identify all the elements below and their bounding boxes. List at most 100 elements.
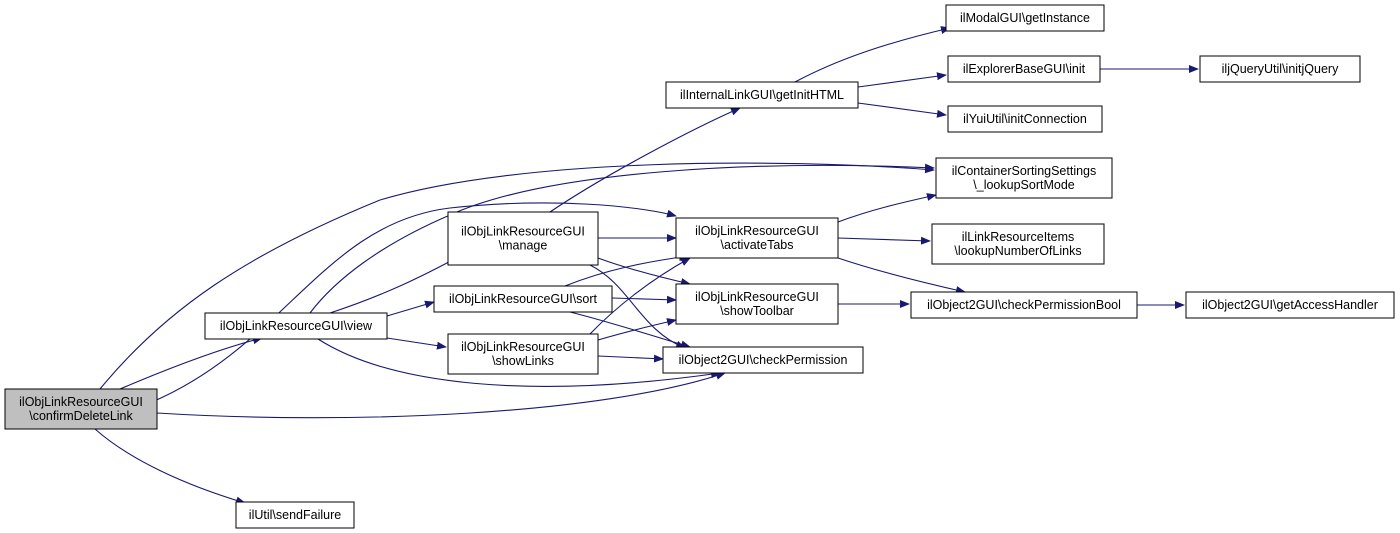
node-label: ilYuiUtil\initConnection [963, 112, 1087, 126]
nodes-layer: ilObjLinkResourceGUI\confirmDeleteLinkil… [4, 4, 1395, 529]
node-box [675, 217, 839, 259]
node-label: ilModalGUI\getInstance [960, 11, 1090, 25]
node-sort[interactable]: ilObjLinkResourceGUI\sort [433, 285, 613, 313]
node-label: \confirmDeleteLink [29, 409, 133, 423]
node-box [947, 105, 1103, 133]
node-box [4, 388, 158, 430]
edge-line [837, 257, 966, 294]
edge-line [589, 257, 691, 335]
edge-sort-to-showToolbar [611, 295, 677, 304]
node-box [447, 211, 599, 266]
node-getInitHTML[interactable]: ilInternalLinkGUI\getInitHTML [665, 81, 859, 109]
node-label: ilObject2GUI\checkPermission [679, 353, 848, 367]
node-label: ilObjLinkResourceGUI [461, 225, 585, 239]
node-checkPermissionBool[interactable]: ilObject2GUI\checkPermissionBool [910, 291, 1138, 319]
node-lookupNumberOfLinks[interactable]: ilLinkResourceItems\lookupNumberOfLinks [931, 223, 1105, 265]
node-checkPermission[interactable]: ilObject2GUI\checkPermission [662, 346, 864, 374]
edge-confirmDeleteLink-to-view [119, 336, 263, 390]
edge-manage-to-getInitHTML [549, 107, 741, 213]
node-showToolbar[interactable]: ilObjLinkResourceGUI\showToolbar [675, 283, 839, 325]
node-showLinks[interactable]: ilObjLinkResourceGUI\showLinks [447, 333, 599, 375]
edge-view-to-sort [386, 300, 435, 317]
edge-activateTabs-to-checkPermissionBool [837, 257, 966, 294]
edge-sort-to-activateTabs [564, 253, 689, 287]
node-label: \_lookupSortMode [973, 178, 1075, 192]
node-label: ilObject2GUI\checkPermissionBool [927, 298, 1121, 312]
node-label: \showToolbar [720, 304, 794, 318]
node-getInstance[interactable]: ilModalGUI\getInstance [945, 4, 1105, 32]
node-label: ilObjLinkResourceGUI [695, 224, 819, 238]
edge-line [94, 428, 246, 505]
edge-manage-to-showToolbar [597, 257, 691, 286]
edge-line [857, 72, 947, 88]
edge-line [119, 336, 263, 390]
node-label: ilObjLinkResourceGUI [461, 340, 585, 354]
edge-showLinks-to-showToolbar [597, 318, 677, 341]
node-lookupSortMode[interactable]: ilContainerSortingSettings\_lookupSortMo… [935, 157, 1113, 199]
node-box [1185, 291, 1395, 319]
edge-line [317, 338, 721, 387]
edge-confirmDeleteLink-to-sendFailure [94, 428, 246, 505]
edge-line [597, 318, 677, 341]
edge-getInitHTML-to-initConnection [857, 102, 947, 118]
node-box [931, 223, 1105, 265]
node-manage[interactable]: ilObjLinkResourceGUI\manage [447, 211, 599, 266]
node-box [1199, 55, 1361, 83]
node-box [665, 81, 859, 109]
node-box [235, 501, 355, 529]
node-label: ilUtil\sendFailure [249, 508, 341, 522]
edge-view-to-checkPermission [317, 338, 721, 387]
node-label: ilContainerSortingSettings [952, 164, 1097, 178]
edge-line [857, 102, 947, 118]
edge-line [569, 311, 691, 349]
edge-sort-to-checkPermission [569, 311, 691, 349]
node-explorerInit[interactable]: ilExplorerBaseGUI\init [947, 55, 1101, 83]
edge-line [794, 26, 951, 83]
node-label: iljQueryUtil\initjQuery [1222, 62, 1339, 76]
edge-confirmDeleteLink-to-activateTabs [151, 202, 677, 403]
edge-getInitHTML-to-explorerInit [857, 72, 947, 88]
edge-activateTabs-to-lookupSortMode [837, 193, 937, 223]
node-box [675, 283, 839, 325]
node-box [433, 285, 613, 313]
node-label: \manage [499, 239, 548, 253]
node-label: ilObjLinkResourceGUI\view [220, 319, 373, 333]
node-initjQuery[interactable]: iljQueryUtil\initjQuery [1199, 55, 1361, 83]
node-activateTabs[interactable]: ilObjLinkResourceGUI\activateTabs [675, 217, 839, 259]
node-label: \showLinks [492, 354, 554, 368]
node-box [204, 312, 388, 340]
node-label: \lookupNumberOfLinks [954, 244, 1081, 258]
node-label: ilExplorerBaseGUI\init [963, 62, 1086, 76]
node-box [662, 346, 864, 374]
edge-showLinks-to-activateTabs [589, 257, 691, 335]
node-label: ilObjLinkResourceGUI [19, 395, 143, 409]
node-sendFailure[interactable]: ilUtil\sendFailure [235, 501, 355, 529]
edge-line [156, 372, 726, 419]
node-getAccessHandler[interactable]: ilObject2GUI\getAccessHandler [1185, 291, 1395, 319]
edge-line [309, 163, 935, 314]
edge-line [611, 295, 677, 304]
node-initConnection[interactable]: ilYuiUtil\initConnection [947, 105, 1103, 133]
node-label: ilObject2GUI\getAccessHandler [1202, 298, 1378, 312]
node-label: ilLinkResourceItems [962, 230, 1075, 244]
node-view[interactable]: ilObjLinkResourceGUI\view [204, 312, 388, 340]
edge-line [386, 337, 447, 350]
edge-view-to-showLinks [386, 337, 447, 350]
edge-line [549, 107, 741, 213]
edge-confirmDeleteLink-to-lookupSortMode [99, 162, 935, 390]
edge-line [837, 193, 937, 223]
edge-showLinks-to-checkPermission [597, 354, 664, 363]
edge-line [151, 202, 677, 403]
edge-line [386, 300, 435, 317]
node-box [910, 291, 1138, 319]
edge-line [564, 253, 689, 287]
edge-line [837, 236, 931, 245]
edge-activateTabs-to-lookupNumberOfLinks [837, 236, 931, 245]
edge-getInitHTML-to-getInstance [794, 26, 951, 83]
node-confirmDeleteLink[interactable]: ilObjLinkResourceGUI\confirmDeleteLink [4, 388, 158, 430]
edge-confirmDeleteLink-to-checkPermission [156, 372, 726, 419]
node-box [935, 157, 1113, 199]
node-box [947, 55, 1101, 83]
edges-layer [94, 26, 1199, 505]
